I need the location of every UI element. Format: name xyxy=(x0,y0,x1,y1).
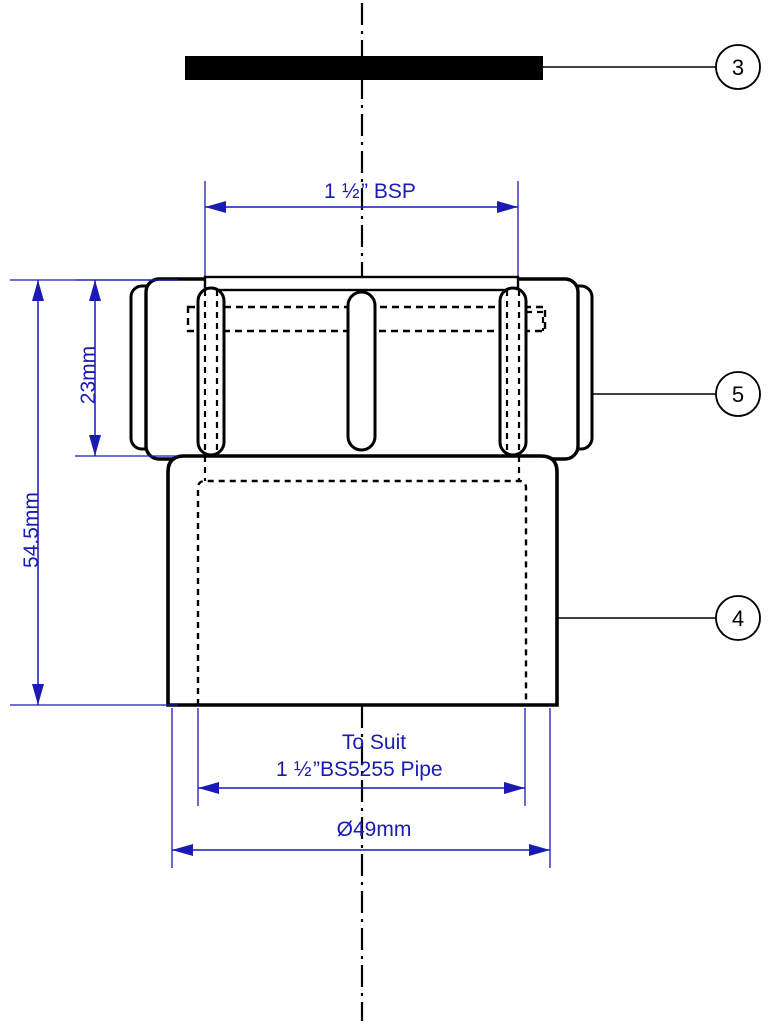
dimension-outer-diameter-label: Ø49mm xyxy=(337,818,412,841)
balloon-3[interactable]: 3 xyxy=(715,44,761,90)
balloon-3-label: 3 xyxy=(732,55,744,80)
seal-washer-body xyxy=(185,56,543,80)
dimension-pipe-note-fraction: ½ xyxy=(294,758,312,781)
dimension-bsp-fraction: ½ xyxy=(342,180,360,203)
dimension-bsp-thread-label-group: 1 ½ ” BSP xyxy=(324,180,416,203)
upper-body-top-plate xyxy=(203,275,520,292)
balloon-5-circle[interactable] xyxy=(715,371,761,417)
balloon-4[interactable]: 4 xyxy=(715,595,761,641)
dimension-pipe-note xyxy=(197,708,526,806)
dimension-pipe-note-suffix: ”BS5255 Pipe xyxy=(313,758,443,781)
upper-body-rib-center xyxy=(346,290,377,452)
dimension-upper-height-label: 23mm xyxy=(77,346,100,404)
dimension-bsp-thread xyxy=(204,181,519,280)
upper-body-hidden-step-right xyxy=(526,310,545,331)
upper-body-part xyxy=(129,275,594,470)
balloon-5[interactable]: 5 xyxy=(715,371,761,417)
balloon-3-circle[interactable] xyxy=(715,44,761,90)
dimension-bsp-suffix: ” BSP xyxy=(361,180,416,203)
balloon-4-label: 4 xyxy=(732,606,744,631)
upper-body-rib-right xyxy=(498,286,528,457)
dimension-pipe-note-line1: To Suit xyxy=(342,731,406,754)
dimension-total-height-label: 54.5mm xyxy=(20,492,43,568)
balloon-4-circle[interactable] xyxy=(715,595,761,641)
dimension-bsp-prefix: 1 xyxy=(324,180,336,203)
lower-body-outline xyxy=(166,454,559,707)
lower-body-part xyxy=(166,454,559,707)
dimension-outer-diameter xyxy=(171,708,551,868)
upper-body-hidden-bore xyxy=(186,305,547,333)
seal-washer-part xyxy=(185,56,543,80)
dimension-upper-height xyxy=(75,279,178,457)
dimension-pipe-note-label-group: To Suit 1 ½ ”BS5255 Pipe xyxy=(276,731,443,781)
balloon-5-label: 5 xyxy=(732,382,744,407)
upper-body-rib-left xyxy=(196,286,226,457)
dimension-pipe-note-prefix: 1 xyxy=(276,758,288,781)
lower-body-hidden-bore xyxy=(196,479,528,705)
